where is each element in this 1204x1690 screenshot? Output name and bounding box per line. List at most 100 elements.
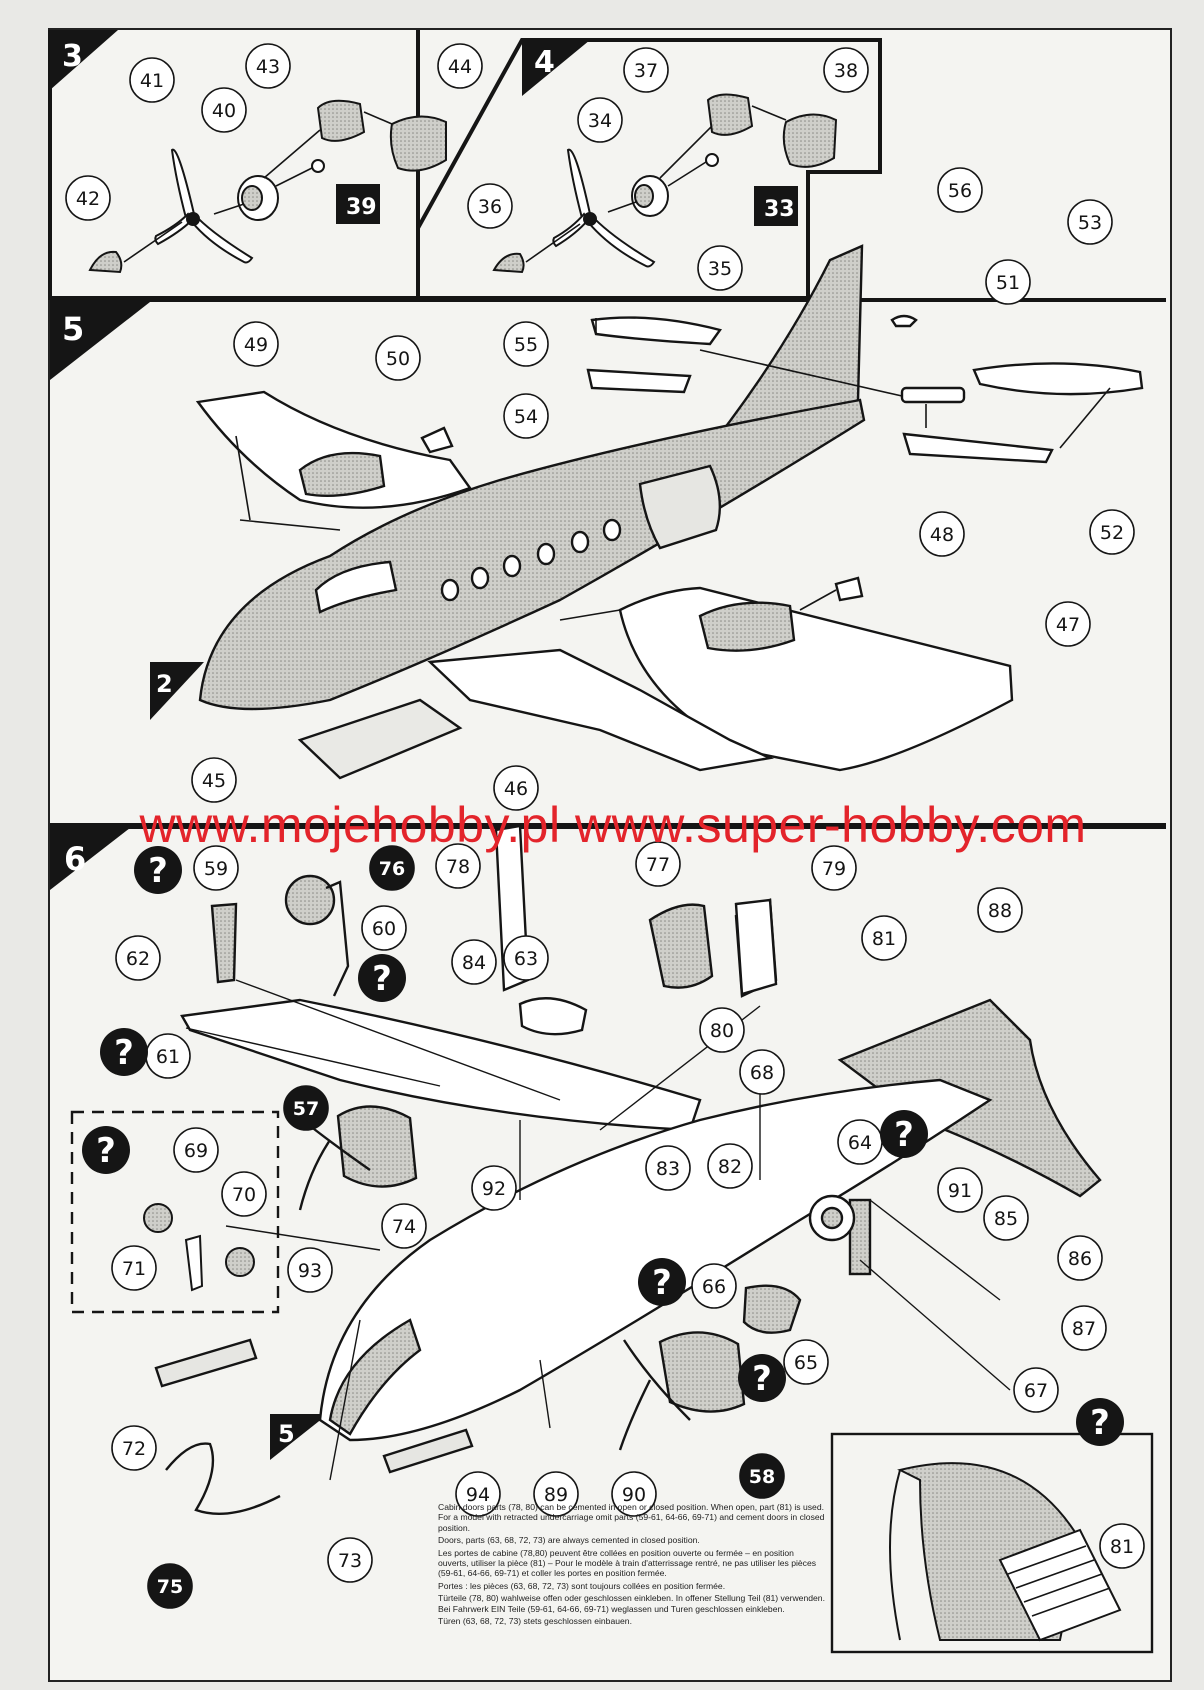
part-bubble-58: 58 [739, 1453, 785, 1499]
step3-part-39-tag: 39 [346, 195, 377, 220]
question-mark-icon: ? [82, 1126, 130, 1174]
part-number-44: 44 [448, 56, 472, 78]
part-bubble-42: 42 [65, 175, 111, 221]
part-number-40: 40 [212, 100, 236, 122]
part-bubble-73: 73 [327, 1537, 373, 1583]
part-bubble-36: 36 [467, 183, 513, 229]
part-number-35: 35 [708, 258, 732, 280]
part-number-62: 62 [126, 948, 150, 970]
note-fr-1: Les portes de cabine (78,80) peuvent êtr… [438, 1547, 817, 1579]
part-number-54: 54 [514, 406, 538, 428]
part-number-84: 84 [462, 952, 486, 974]
part-number-80: 80 [710, 1020, 734, 1042]
part-bubble-74: 74 [381, 1203, 427, 1249]
stair-detail-inset [830, 1432, 1154, 1654]
part-number-89: 89 [544, 1484, 568, 1506]
part-bubble-63: 63 [503, 935, 549, 981]
part-number-37: 37 [634, 60, 658, 82]
part-number-50: 50 [386, 348, 410, 370]
part-number-75: 75 [157, 1576, 183, 1598]
part-number-49: 49 [244, 334, 268, 356]
part-bubble-92: 92 [471, 1165, 517, 1211]
part-bubble-54: 54 [503, 393, 549, 439]
part-number-46: 46 [504, 778, 528, 800]
part-number-58: 58 [749, 1466, 775, 1488]
part-bubble-67: 67 [1013, 1367, 1059, 1413]
part-bubble-45: 45 [191, 757, 237, 803]
instruction-sheet [48, 28, 1172, 1682]
part-bubble-49: 49 [233, 321, 279, 367]
part-number-65: 65 [794, 1352, 818, 1374]
part-number-77: 77 [646, 854, 670, 876]
part-bubble-89: 89 [533, 1471, 579, 1517]
part-number-82: 82 [718, 1156, 742, 1178]
part-number-43: 43 [256, 56, 280, 78]
part-number-67: 67 [1024, 1380, 1048, 1402]
step4-arrows [525, 105, 787, 263]
svg-text:?: ? [652, 1263, 672, 1303]
part-number-60: 60 [372, 918, 396, 940]
svg-text:?: ? [752, 1359, 772, 1399]
part-bubble-69: 69 [173, 1127, 219, 1173]
part-number-79: 79 [822, 858, 846, 880]
part-bubble-81: 81 [861, 915, 907, 961]
part-number-56: 56 [948, 180, 972, 202]
part-bubble-35: 35 [697, 245, 743, 291]
part-number-83: 83 [656, 1158, 680, 1180]
part-bubble-59: 59 [193, 845, 239, 891]
part-number-93: 93 [298, 1260, 322, 1282]
part-number-88: 88 [988, 900, 1012, 922]
part-number-72: 72 [122, 1438, 146, 1460]
part-bubble-64: 64 [837, 1119, 883, 1165]
part-number-36: 36 [478, 196, 502, 218]
part-number-76: 76 [379, 858, 405, 880]
part-bubble-66: 66 [691, 1263, 737, 1309]
step4-propeller-drawing [492, 93, 838, 274]
part-bubble-76: 76 [369, 845, 415, 891]
part-number-86: 86 [1068, 1248, 1092, 1270]
svg-text:?: ? [114, 1033, 134, 1073]
part-bubble-79: 79 [811, 845, 857, 891]
part-bubble-55: 55 [503, 321, 549, 367]
svg-text:?: ? [372, 959, 392, 999]
part-bubble-93: 93 [287, 1247, 333, 1293]
part-bubble-41: 41 [129, 57, 175, 103]
part-number-91: 91 [948, 1180, 972, 1202]
part-bubble-65: 65 [783, 1339, 829, 1385]
part-bubble-57: 57 [283, 1085, 329, 1131]
part-bubble-94: 94 [455, 1471, 501, 1517]
part-number-70: 70 [232, 1184, 256, 1206]
part-number-59: 59 [204, 858, 228, 880]
question-mark-icon: ? [880, 1110, 928, 1158]
svg-text:?: ? [96, 1131, 116, 1171]
part-bubble-82: 82 [707, 1143, 753, 1189]
part-bubble-56: 56 [937, 167, 983, 213]
part-bubble-83: 83 [645, 1145, 691, 1191]
question-mark-icon: ? [638, 1258, 686, 1306]
step-ref-2-label: 2 [156, 670, 173, 698]
part-bubble-53: 53 [1067, 199, 1113, 245]
step-tabs: 3 4 5 6 2 5 [50, 30, 590, 1460]
question-mark-icon: ? [1076, 1398, 1124, 1446]
step-6-label: 6 [64, 840, 86, 878]
part-bubble-71: 71 [111, 1245, 157, 1291]
part-number-90: 90 [622, 1484, 646, 1506]
part-number-47: 47 [1056, 614, 1080, 636]
part-bubble-77: 77 [635, 841, 681, 887]
part-bubble-70: 70 [221, 1171, 267, 1217]
part-number-66: 66 [702, 1276, 726, 1298]
step4-part-33-tag: 33 [764, 197, 795, 222]
part-number-41: 41 [140, 70, 164, 92]
part-number-85: 85 [994, 1208, 1018, 1230]
note-fr-2: Portes : les pièces (63, 68, 72, 73) son… [438, 1580, 726, 1591]
part-number-69: 69 [184, 1140, 208, 1162]
part-bubble-34: 34 [577, 97, 623, 143]
part-bubble-87: 87 [1061, 1305, 1107, 1351]
question-mark-icons: ???????? [82, 846, 1124, 1446]
part-bubble-40: 40 [201, 87, 247, 133]
part-bubble-38: 38 [823, 47, 869, 93]
part-number-55: 55 [514, 334, 538, 356]
step5-arrows [235, 318, 1111, 621]
step3-propeller-drawing [88, 99, 447, 274]
